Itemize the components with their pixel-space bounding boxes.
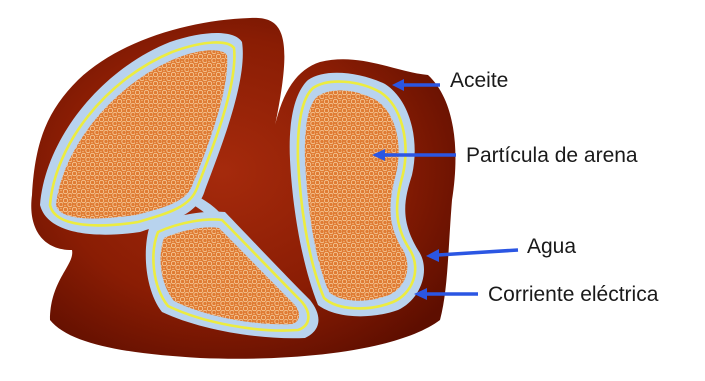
label-oil: Aceite [450,70,508,91]
arrow-current [414,288,478,300]
label-sand-particle: Partícula de arena [466,145,638,166]
label-electric-current: Corriente eléctrica [488,284,658,305]
label-water: Agua [527,236,576,257]
